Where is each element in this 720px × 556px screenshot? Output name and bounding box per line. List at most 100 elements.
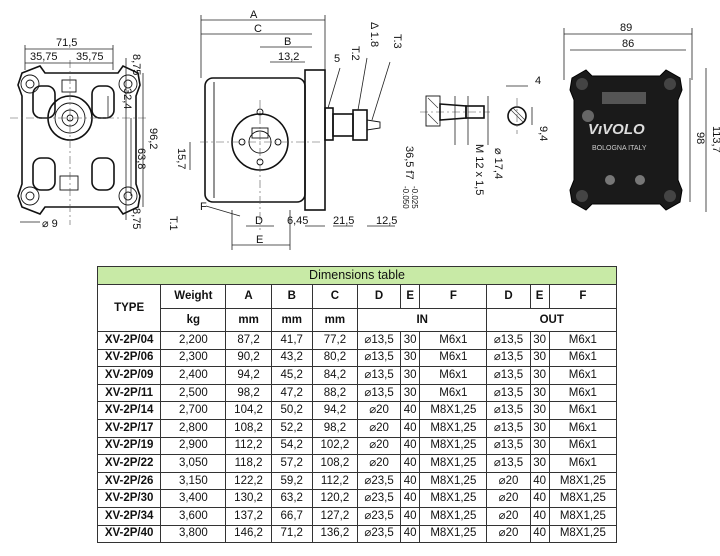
dim-label-f: F — [200, 201, 207, 213]
dim-label-d: D — [255, 215, 263, 227]
cell-e-in: 30 — [400, 348, 421, 368]
cell-e-out: 30 — [529, 383, 550, 403]
cell-type: XV-2P/06 — [96, 348, 162, 368]
cell-a: 104,2 — [225, 401, 272, 420]
cell-e-out: 30 — [529, 401, 550, 420]
plate-text: BOLOGNA ITALY — [592, 145, 647, 152]
cell-e-out: 30 — [529, 454, 550, 473]
cell-weight: 3,150 — [160, 471, 227, 491]
dim-96-2: 96,2 — [147, 128, 159, 149]
cell-type: XV-2P/14 — [96, 401, 162, 420]
cell-c: 120,2 — [311, 489, 358, 508]
dim-13-2: 13,2 — [278, 51, 299, 63]
cell-b: 47,2 — [270, 383, 313, 403]
cell-b: 50,2 — [270, 401, 313, 420]
cell-a: 146,2 — [225, 524, 272, 544]
cell-f-in: M8X1,25 — [419, 506, 488, 526]
cell-type: XV-2P/26 — [96, 471, 162, 491]
cell-d-out: ⌀13,5 — [486, 366, 531, 385]
cell-d-in: ⌀13,5 — [356, 331, 402, 350]
cell-b: 41,7 — [270, 331, 313, 350]
cell-f-out: M8X1,25 — [548, 471, 618, 491]
cell-c: 84,2 — [311, 366, 358, 385]
shaft-detail: 4 9,4 — [420, 75, 549, 145]
cell-a: 108,2 — [225, 418, 272, 438]
header-e-in: E — [400, 284, 421, 309]
cell-a: 137,2 — [225, 506, 272, 526]
cell-d-in: ⌀13,5 — [356, 366, 402, 385]
cell-a: 118,2 — [225, 454, 272, 473]
cell-f-out: M6x1 — [548, 436, 618, 456]
header-b: B — [270, 284, 313, 309]
cell-c: 98,2 — [311, 418, 358, 438]
dim-label-c: C — [254, 23, 262, 35]
cell-d-in: ⌀20 — [356, 418, 402, 438]
label-t1: T.1 — [167, 216, 179, 231]
cell-e-in: 30 — [400, 366, 421, 385]
cell-f-out: M8X1,25 — [548, 489, 618, 508]
cell-d-in: ⌀23,5 — [356, 506, 402, 526]
cell-e-out: 30 — [529, 436, 550, 456]
dim-89: 89 — [620, 22, 632, 34]
header-f-in: F — [419, 284, 488, 309]
cell-a: 98,2 — [225, 383, 272, 403]
cell-b: 71,2 — [270, 524, 313, 544]
header-d-out: D — [486, 284, 531, 309]
cell-e-in: 30 — [400, 331, 421, 350]
cell-type: XV-2P/17 — [96, 418, 162, 438]
cell-d-out: ⌀20 — [486, 506, 531, 526]
cell-f-in: M8X1,25 — [419, 436, 488, 456]
unit-mm-c: mm — [311, 308, 358, 332]
dim-5: 5 — [334, 53, 340, 65]
cell-d-in: ⌀13,5 — [356, 383, 402, 403]
cell-weight: 2,400 — [160, 366, 227, 385]
cell-e-in: 40 — [400, 524, 421, 544]
cell-b: 63,2 — [270, 489, 313, 508]
cell-e-out: 30 — [529, 348, 550, 368]
header-type: TYPE — [96, 284, 162, 332]
dim-32-4: 32,4 — [121, 88, 133, 109]
dim-hole-diameter: ⌀ 9 — [42, 218, 58, 230]
cell-weight: 2,900 — [160, 436, 227, 456]
cell-type: XV-2P/04 — [96, 331, 162, 350]
cell-a: 94,2 — [225, 366, 272, 385]
dim-113-7: 113,7 — [710, 126, 720, 153]
cell-f-out: M6x1 — [548, 331, 618, 350]
cell-c: 112,2 — [311, 471, 358, 491]
cell-d-in: ⌀23,5 — [356, 489, 402, 508]
cell-weight: 3,600 — [160, 506, 227, 526]
cell-f-out: M8X1,25 — [548, 506, 618, 526]
cell-weight: 3,050 — [160, 454, 227, 473]
technical-drawing: 71,5 35,75 35,75 8,75 32,4 96,2 63,8 8,7… — [10, 9, 720, 250]
unit-mm-b: mm — [270, 308, 313, 332]
tol-lower: -0.050 — [401, 186, 410, 209]
cell-e-in: 40 — [400, 454, 421, 473]
cell-d-out: ⌀13,5 — [486, 454, 531, 473]
cell-e-in: 40 — [400, 401, 421, 420]
cell-e-in: 40 — [400, 418, 421, 438]
unit-mm-a: mm — [225, 308, 272, 332]
cell-b: 59,2 — [270, 471, 313, 491]
cell-b: 54,2 — [270, 436, 313, 456]
tol-upper: -0.025 — [410, 186, 419, 209]
cell-f-in: M8X1,25 — [419, 401, 488, 420]
header-f-out: F — [548, 284, 618, 309]
cell-weight: 2,700 — [160, 401, 227, 420]
cell-d-in: ⌀23,5 — [356, 524, 402, 544]
dimensions-table-container: Dimensions table TYPE Weight A B C D E F… — [96, 266, 618, 544]
unit-kg: kg — [160, 308, 227, 332]
cell-e-out: 30 — [529, 418, 550, 438]
label-t2: T.2 — [349, 46, 361, 61]
cell-weight: 2,800 — [160, 418, 227, 438]
cell-b: 45,2 — [270, 366, 313, 385]
cell-a: 122,2 — [225, 471, 272, 491]
cell-f-in: M8X1,25 — [419, 471, 488, 491]
cell-type: XV-2P/40 — [96, 524, 162, 544]
cell-weight: 2,200 — [160, 331, 227, 350]
cell-d-out: ⌀20 — [486, 524, 531, 544]
cell-weight: 2,500 — [160, 383, 227, 403]
cell-c: 88,2 — [311, 383, 358, 403]
